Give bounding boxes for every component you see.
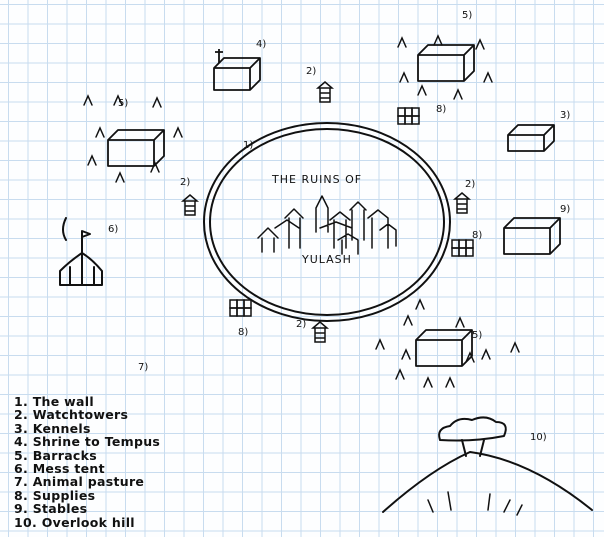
legend-item: 10. Overlook hill bbox=[14, 514, 135, 530]
tree-icon bbox=[95, 126, 105, 138]
map-marker-label: 1) bbox=[243, 140, 253, 151]
tree-icon bbox=[453, 88, 463, 100]
supply-crate-icon bbox=[411, 115, 420, 125]
ruins-icon bbox=[257, 195, 397, 255]
map-marker-label: 3) bbox=[560, 110, 570, 121]
map-marker-label: 2) bbox=[465, 179, 475, 190]
tree-icon bbox=[87, 154, 97, 166]
map-marker-label: 5) bbox=[118, 98, 128, 109]
hill-lines bbox=[427, 491, 523, 516]
hill-tree-icon bbox=[438, 416, 507, 457]
supply-crate-icon bbox=[404, 115, 413, 125]
tree-icon bbox=[465, 351, 475, 363]
tree-icon bbox=[510, 341, 520, 353]
tree-icon bbox=[399, 71, 409, 83]
map-marker-label: 4) bbox=[256, 39, 266, 50]
tree-icon bbox=[475, 38, 485, 50]
map-marker-label: 6) bbox=[108, 224, 118, 235]
tree-icon bbox=[115, 171, 125, 183]
tree-icon bbox=[423, 376, 433, 388]
hill bbox=[382, 451, 593, 513]
tree-icon bbox=[433, 34, 443, 46]
tree-icon bbox=[481, 348, 491, 360]
map-marker-label: 5) bbox=[462, 10, 472, 21]
watchtower-icon bbox=[452, 192, 472, 214]
wall-outer bbox=[203, 122, 451, 322]
stables-building-icon bbox=[503, 217, 561, 255]
tree-icon bbox=[397, 36, 407, 48]
legend-item: 2. Watchtowers bbox=[14, 407, 129, 423]
tree-icon bbox=[455, 316, 465, 328]
tree-icon bbox=[417, 84, 427, 96]
legend-item: 4. Shrine to Tempus bbox=[14, 434, 161, 450]
map-marker-label: 2) bbox=[296, 319, 306, 330]
watchtower-icon bbox=[310, 321, 330, 343]
mess-tent-icon bbox=[59, 217, 103, 286]
supply-crate-icon bbox=[243, 299, 252, 309]
map-marker-label: 2) bbox=[180, 177, 190, 188]
supply-crate-icon bbox=[404, 107, 413, 117]
supply-crate-icon bbox=[465, 239, 474, 249]
tree-icon bbox=[483, 71, 493, 83]
kennels-building-icon bbox=[507, 124, 555, 152]
supply-crate-icon bbox=[451, 239, 460, 249]
supply-crate-icon bbox=[236, 307, 245, 317]
tree-icon bbox=[152, 96, 162, 108]
barracks-building-icon bbox=[417, 44, 475, 82]
tree-icon bbox=[403, 314, 413, 326]
map-marker-label: 7) bbox=[138, 362, 148, 373]
tree-icon bbox=[113, 94, 123, 106]
supply-crate-icon bbox=[397, 107, 406, 117]
legend-item: 6. Mess tent bbox=[14, 461, 105, 477]
tree-icon bbox=[83, 94, 93, 106]
supply-crate-icon bbox=[458, 239, 467, 249]
supply-crate-icon bbox=[411, 107, 420, 117]
map-marker-label: 8) bbox=[238, 327, 248, 338]
legend-item: 5. Barracks bbox=[14, 447, 97, 463]
supply-crate-icon bbox=[243, 307, 252, 317]
map-marker-label: 8) bbox=[472, 230, 482, 241]
watchtower-icon bbox=[180, 194, 200, 216]
barracks-building-icon bbox=[415, 329, 473, 367]
tree-icon bbox=[150, 161, 160, 173]
tree-icon bbox=[401, 348, 411, 360]
map-title-line1: THE RUINS OF bbox=[271, 173, 362, 186]
tree-icon bbox=[445, 376, 455, 388]
legend-item: 3. Kennels bbox=[14, 420, 91, 436]
map-marker-label: 5) bbox=[472, 330, 482, 341]
legend-item: 7. Animal pasture bbox=[14, 474, 145, 490]
map-marker-label: 8) bbox=[436, 104, 446, 115]
tree-icon bbox=[415, 298, 425, 310]
supply-crate-icon bbox=[451, 247, 460, 257]
shrine-building-icon bbox=[213, 57, 261, 91]
map-marker-label: 10) bbox=[530, 432, 547, 443]
legend-item: 1. The wall bbox=[14, 394, 94, 409]
tree-icon bbox=[173, 126, 183, 138]
supply-crate-icon bbox=[236, 299, 245, 309]
shrine-cross-icon bbox=[215, 49, 223, 63]
supply-crate-icon bbox=[397, 115, 406, 125]
supply-crate-icon bbox=[465, 247, 474, 257]
wall-inner bbox=[209, 128, 445, 316]
tree-icon bbox=[375, 338, 385, 350]
legend-item: 9. Stables bbox=[14, 501, 88, 517]
tree-icon bbox=[395, 368, 405, 380]
barracks-building-icon bbox=[107, 129, 165, 167]
map-title-line2: YULASH bbox=[301, 253, 352, 266]
map-marker-label: 2) bbox=[306, 66, 316, 77]
legend-item: 8. Supplies bbox=[14, 487, 96, 503]
map-marker-label: 9) bbox=[560, 204, 570, 215]
watchtower-icon bbox=[315, 81, 335, 103]
supply-crate-icon bbox=[458, 247, 467, 257]
supply-crate-icon bbox=[229, 299, 238, 309]
supply-crate-icon bbox=[229, 307, 238, 317]
